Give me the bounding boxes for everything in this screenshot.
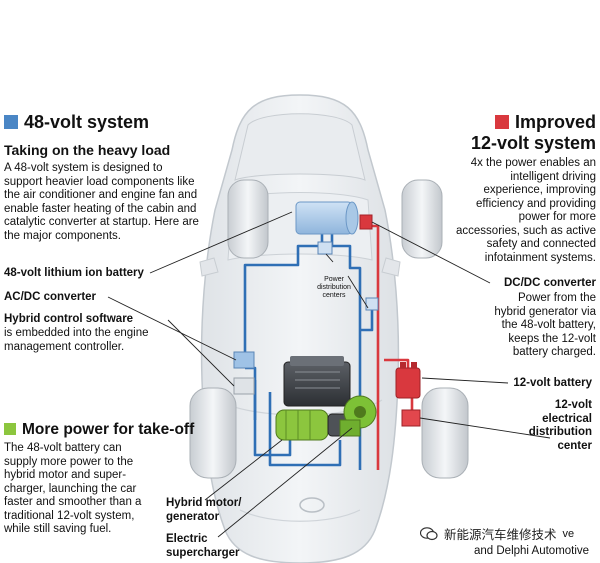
12v-distribution-center [401,409,421,427]
acdc-converter [233,351,255,395]
red-legend-square [494,115,509,129]
dcdc-desc: Power from the hybrid generator via the … [494,292,596,358]
blue-legend-square [4,115,18,129]
hybrid-software-label: Hybrid control software [4,313,134,325]
left-subtitle: Taking on the heavy load [4,142,171,158]
12v-battery [395,362,421,399]
right-heading: Improved [430,112,596,132]
left-title: 48-volt system [24,112,150,132]
supercharger-label: Electric supercharger [166,533,240,559]
battery-48v-label: 48-volt lithium ion battery [4,267,144,279]
credit-line: and Delphi Automotive [474,545,590,557]
left-heading: 48-volt system [4,112,149,132]
leader-lines [107,211,551,538]
hybrid-motor-generator [275,409,351,441]
front-right-wheel [421,387,469,479]
right-title-line1: Improved [514,112,596,132]
engine [283,356,351,407]
distribution-12v-label: 12-volt electrical distribution center [528,399,592,452]
48v-battery [295,201,359,235]
battery-12v-label: 12-volt battery [513,377,592,389]
electric-supercharger [339,395,377,437]
watermark: 新能源汽车维修技术 ve [419,524,575,543]
credit-fragment: ve [562,527,575,540]
hybrid-motor-label: Hybrid motor/ generator [166,497,242,523]
power-distribution-box [317,241,379,311]
rear-left-wheel [227,179,269,259]
watermark-text: 新能源汽车维修技术 [444,528,557,542]
right-desc: 4x the power enables an intelligent driv… [456,157,596,264]
acdc-label: AC/DC converter [4,291,97,303]
right-title-line2: 12-volt system [470,133,596,153]
front-left-wheel [189,387,237,479]
dcdc-converter [359,214,373,230]
green-legend-square [4,423,16,435]
power-distribution-label: Power distribution centers [317,276,351,299]
hybrid-software-desc: is embedded into the engine management c… [4,327,149,353]
rear-right-wheel [401,179,443,259]
dcdc-label: DC/DC converter [503,277,596,289]
power-heading: More power for take-off [4,420,194,440]
power-title: More power for take-off [22,421,195,438]
left-intro: A 48-volt system is designed to support … [4,162,199,242]
power-desc: The 48-volt battery can supply more powe… [4,442,142,535]
wechat-icon [419,526,438,541]
